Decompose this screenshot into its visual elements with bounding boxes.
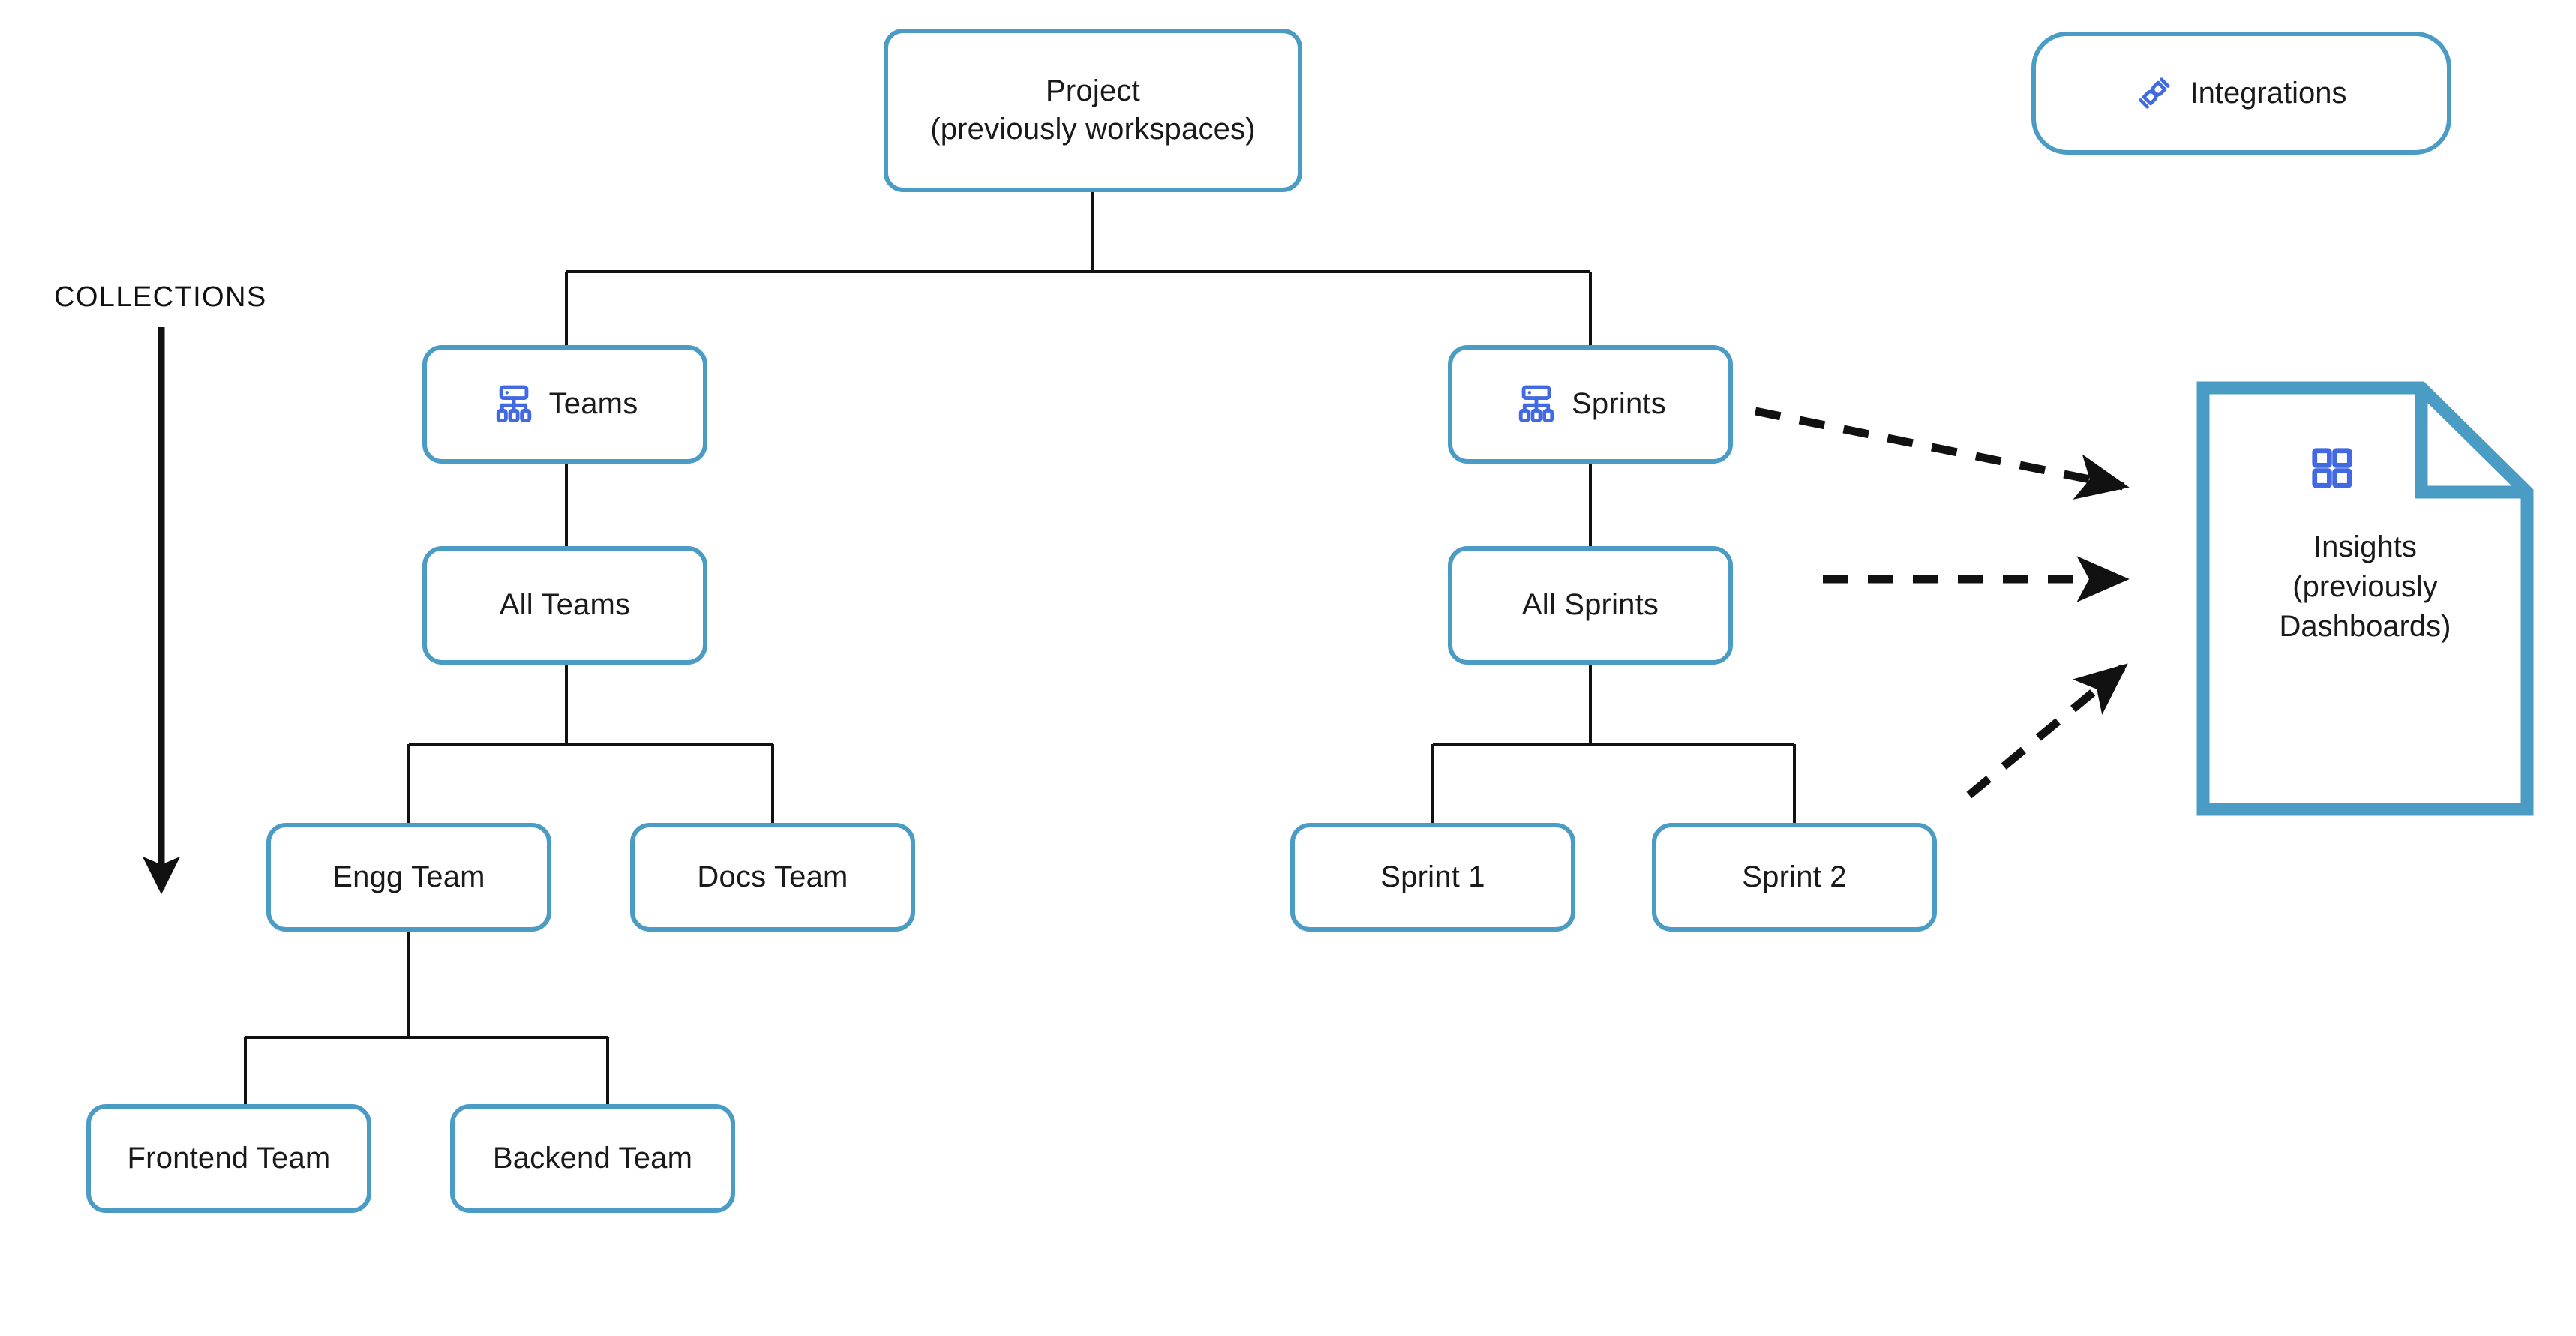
- node-all-teams-label: All Teams: [499, 588, 631, 622]
- node-frontend-team-label: Frontend Team: [127, 1141, 331, 1175]
- node-sprints-label: Sprints: [1572, 387, 1666, 421]
- node-docs-team[interactable]: Docs Team: [630, 823, 915, 932]
- node-all-sprints-label: All Sprints: [1521, 588, 1659, 622]
- node-project-label: Project (previously workspaces): [930, 74, 1256, 146]
- hierarchy-icon: [492, 344, 536, 464]
- edge-all-sprints-to-children: [1431, 665, 1796, 823]
- hierarchy-icon: [1515, 344, 1558, 464]
- node-teams[interactable]: Teams: [422, 345, 707, 464]
- node-frontend-team[interactable]: Frontend Team: [86, 1104, 371, 1213]
- edge-lower-to-insights: [1966, 663, 2128, 799]
- node-engg-team-label: Engg Team: [332, 860, 485, 893]
- node-engg-team[interactable]: Engg Team: [266, 823, 551, 932]
- node-docs-team-label: Docs Team: [697, 860, 848, 893]
- insights-document[interactable]: Insights (previously Dashboards): [2196, 381, 2534, 816]
- node-all-teams[interactable]: All Teams: [422, 546, 707, 665]
- collections-caption: COLLECTIONS: [54, 281, 267, 313]
- node-all-sprints[interactable]: All Sprints: [1448, 546, 1733, 665]
- node-sprint-2[interactable]: Sprint 2: [1652, 823, 1937, 932]
- node-project[interactable]: Project (previously workspaces): [884, 29, 1302, 192]
- edge-sprints-to-insights: [1754, 407, 2130, 500]
- edge-all-teams-to-children: [407, 665, 774, 823]
- node-sprint-1-label: Sprint 1: [1380, 860, 1485, 893]
- node-backend-team-label: Backend Team: [492, 1141, 693, 1175]
- node-sprints[interactable]: Sprints: [1448, 345, 1733, 464]
- integrations-label: Integrations: [2190, 76, 2347, 110]
- plug-connector-icon: [2136, 74, 2173, 112]
- node-teams-label: Teams: [548, 387, 638, 421]
- insights-label: Insights (previously Dashboards): [2279, 530, 2451, 644]
- integrations-pill[interactable]: Integrations: [2031, 32, 2451, 155]
- edge-project-to-branches: [565, 192, 1592, 345]
- dashboard-grid-icon: [2309, 445, 2355, 491]
- node-sprint-2-label: Sprint 2: [1742, 860, 1847, 893]
- document-folded-corner-shape: [2196, 381, 2534, 816]
- node-sprint-1[interactable]: Sprint 1: [1290, 823, 1575, 932]
- edge-engg-team-to-children: [244, 932, 609, 1104]
- node-backend-team[interactable]: Backend Team: [450, 1104, 735, 1213]
